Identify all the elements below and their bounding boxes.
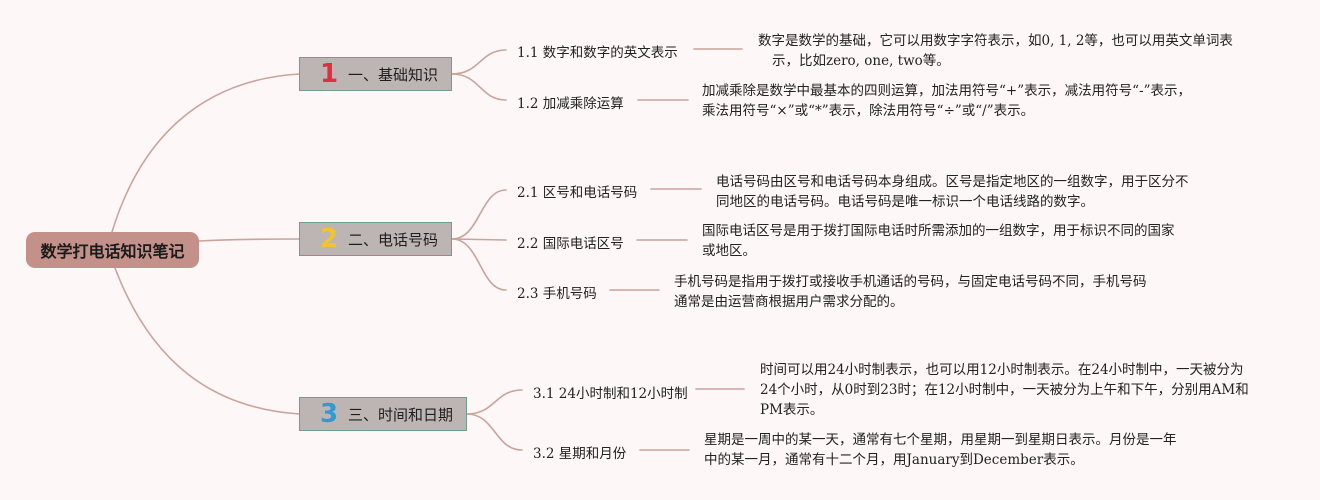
number-one-icon: 1 bbox=[319, 59, 339, 89]
detail-2-2: 国际电话区号是用于拨打国际电话时所需添加的一组数字，用于标识不同的国家 或地区。 bbox=[702, 221, 1175, 261]
branch-3[interactable]: 3 三、时间和日期 bbox=[299, 397, 467, 431]
link-b1-s2 bbox=[451, 73, 507, 101]
subtopic-label: 3.1 24小时制和12小时制 bbox=[533, 386, 688, 402]
subtopic-1-1[interactable]: 1.1 数字和数字的英文表示 bbox=[517, 41, 678, 61]
subtopic-2-1[interactable]: 2.1 区号和电话号码 bbox=[517, 181, 637, 201]
branch-2[interactable]: 2 二、电话号码 bbox=[299, 222, 452, 256]
detail-line: 示，比如zero, one, two等。 bbox=[772, 53, 950, 69]
branch-title: 二、电话号码 bbox=[348, 230, 439, 249]
link-b1-s1 bbox=[451, 49, 507, 75]
detail-2-3: 手机号码是指用于拨打或接收手机通话的号码，与固定电话号码不同，手机号码 通常是由… bbox=[674, 272, 1147, 312]
detail-line: 电话号码由区号和电话号码本身组成。区号是指定地区的一组数字，用于区分不 bbox=[716, 174, 1189, 190]
detail-line: 星期是一周中的某一天，通常有七个星期，用星期一到星期日表示。月份是一年 bbox=[704, 432, 1177, 448]
subtopic-2-3[interactable]: 2.3 手机号码 bbox=[517, 282, 597, 302]
detail-line: 数字是数学的基础，它可以用数字字符表示，如0, 1, 2等，也可以用英文单词表 bbox=[758, 33, 1233, 49]
subtopic-3-1[interactable]: 3.1 24小时制和12小时制 bbox=[533, 382, 688, 402]
detail-line: 乘法用符号“×”或“*”表示，除法用符号“÷”或“/”表示。 bbox=[702, 103, 1035, 119]
root-title: 数学打电话知识笔记 bbox=[40, 242, 185, 261]
link-b3-s1 bbox=[466, 389, 523, 415]
subtopic-label: 2.1 区号和电话号码 bbox=[517, 185, 638, 201]
detail-line: 同地区的电话号码。电话号码是唯一标识一个电话线路的数字。 bbox=[716, 194, 1094, 210]
subtopic-label: 1.1 数字和数字的英文表示 bbox=[517, 45, 678, 61]
number-two-icon: 2 bbox=[319, 224, 339, 254]
subtopic-label: 2.3 手机号码 bbox=[517, 286, 597, 302]
detail-2-1: 电话号码由区号和电话号码本身组成。区号是指定地区的一组数字，用于区分不 同地区的… bbox=[716, 172, 1189, 212]
detail-line: 中的某一月，通常有十二个月，用January到December表示。 bbox=[704, 452, 1084, 468]
link-root-branch1 bbox=[111, 73, 300, 233]
detail-1-1: 数字是数学的基础，它可以用数字字符表示，如0, 1, 2等，也可以用英文单词表 … bbox=[758, 31, 1233, 71]
detail-line: 时间可以用24小时制表示，也可以用12小时制表示。在24小时制中，一天被分为 bbox=[760, 362, 1244, 378]
branch-1[interactable]: 1 一、基础知识 bbox=[299, 57, 452, 91]
subtopic-1-2[interactable]: 1.2 加减乘除运算 bbox=[517, 92, 624, 112]
subtopic-label: 1.2 加减乘除运算 bbox=[517, 96, 624, 112]
link-root-branch3 bbox=[114, 267, 300, 415]
subtopic-label: 3.2 星期和月份 bbox=[533, 446, 627, 462]
branch-title: 三、时间和日期 bbox=[348, 405, 454, 424]
number-three-icon: 3 bbox=[319, 399, 339, 429]
branch-title: 一、基础知识 bbox=[348, 65, 439, 84]
detail-line: 加减乘除是数学中最基本的四则运算，加法用符号“+”表示，减法用符号“-”表示， bbox=[702, 83, 1191, 99]
detail-line: PM表示。 bbox=[760, 402, 824, 418]
subtopic-2-2[interactable]: 2.2 国际电话区号 bbox=[517, 232, 624, 252]
detail-3-2: 星期是一周中的某一天，通常有七个星期，用星期一到星期日表示。月份是一年 中的某一… bbox=[704, 430, 1177, 470]
link-b2-s3 bbox=[451, 238, 507, 291]
subtopic-3-2[interactable]: 3.2 星期和月份 bbox=[533, 442, 626, 462]
subtopic-label: 2.2 国际电话区号 bbox=[517, 236, 624, 252]
root-topic[interactable]: 数学打电话知识笔记 bbox=[26, 232, 199, 268]
detail-3-1: 时间可以用24小时制表示，也可以用12小时制表示。在24小时制中，一天被分为 2… bbox=[760, 360, 1249, 420]
detail-1-2: 加减乘除是数学中最基本的四则运算，加法用符号“+”表示，减法用符号“-”表示， … bbox=[702, 81, 1191, 121]
link-root-branch2 bbox=[198, 238, 300, 242]
detail-line: 通常是由运营商根据用户需求分配的。 bbox=[674, 294, 904, 310]
detail-line: 24个小时，从0时到23时；在12小时制中，一天被分为上午和下午，分别用AM和 bbox=[760, 382, 1249, 398]
detail-line: 手机号码是指用于拨打或接收手机通话的号码，与固定电话号码不同，手机号码 bbox=[674, 274, 1147, 290]
detail-line: 或地区。 bbox=[702, 243, 756, 259]
link-b2-s2 bbox=[451, 238, 507, 241]
link-b3-s2 bbox=[466, 413, 523, 451]
link-b2-s1 bbox=[451, 189, 507, 240]
detail-line: 国际电话区号是用于拨打国际电话时所需添加的一组数字，用于标识不同的国家 bbox=[702, 223, 1175, 239]
